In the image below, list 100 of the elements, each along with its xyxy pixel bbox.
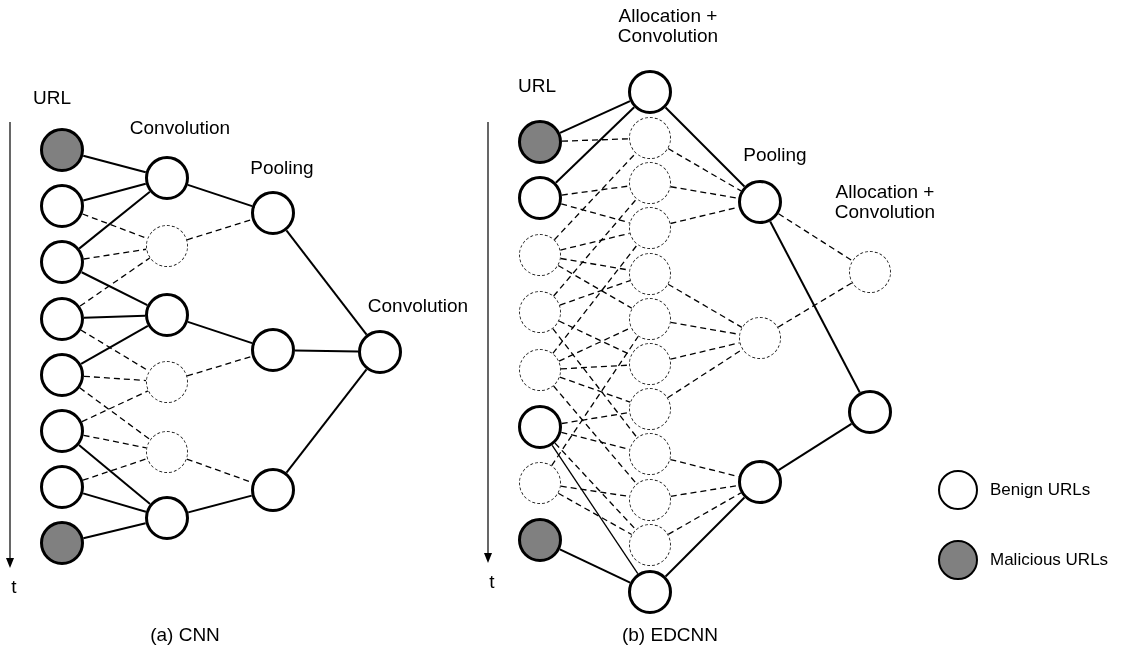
connector-line: [187, 494, 253, 514]
neuron-circle: [40, 409, 84, 453]
neuron-circle: [40, 521, 84, 566]
layer-label: t: [11, 577, 17, 597]
neuron-circle: [40, 240, 84, 285]
connector-line: [186, 355, 253, 377]
neuron-circle: [358, 330, 402, 374]
layer-label: URL: [518, 76, 556, 96]
neuron-circle: [518, 405, 562, 449]
connector-line: [285, 368, 368, 474]
dashed-neuron-circle: [629, 523, 671, 566]
dashed-neuron-circle: [629, 343, 671, 385]
connector-line: [777, 282, 853, 328]
connector-line: [552, 244, 638, 355]
neuron-circle: [518, 176, 562, 220]
connector-line: [777, 213, 853, 262]
neuron-circle: [738, 180, 782, 224]
connector-line: [560, 364, 630, 370]
connector-line: [669, 342, 741, 360]
connector-line: [558, 548, 632, 584]
neuron-circle: [40, 128, 84, 172]
connector-line: [557, 492, 633, 536]
connector-line: [557, 264, 633, 309]
connector-line: [186, 183, 254, 208]
neuron-circle: [628, 570, 672, 614]
connector-line: [559, 376, 631, 403]
connector-line: [769, 220, 861, 394]
neuron-circle: [518, 120, 562, 164]
dashed-neuron-circle: [739, 317, 781, 359]
connector-line: [559, 279, 631, 306]
dashed-neuron-circle: [629, 162, 671, 205]
dashed-neuron-circle: [629, 433, 671, 476]
connector-line: [667, 348, 743, 399]
connector-line: [82, 492, 147, 513]
layer-label: Convolution: [367, 296, 469, 316]
connector-line: [186, 320, 254, 345]
connector-line: [83, 314, 146, 319]
neuron-circle: [251, 328, 295, 372]
connector-line: [667, 492, 742, 536]
connector-line: [83, 375, 147, 382]
connector-line: [664, 496, 746, 578]
dashed-neuron-circle: [146, 431, 188, 473]
layer-label: Allocation + Convolution: [834, 182, 936, 222]
connector-line: [551, 335, 639, 467]
connector-line: [78, 190, 151, 250]
connector-line: [670, 186, 739, 199]
layer-label: Pooling: [743, 145, 807, 165]
connector-line: [552, 327, 638, 439]
neuron-circle: [145, 156, 189, 200]
connector-line: [79, 387, 151, 441]
neuron-circle: [40, 465, 84, 510]
connector-line: [82, 434, 148, 449]
dashed-neuron-circle: [629, 297, 671, 340]
dashed-neuron-circle: [629, 252, 671, 295]
connector-line: [186, 218, 253, 241]
connector-line: [667, 283, 743, 329]
layer-label: (b) EDCNN: [621, 625, 719, 645]
connector-line: [83, 248, 147, 260]
neuron-circle: [145, 293, 189, 337]
layer-label: Pooling: [250, 158, 314, 178]
dashed-neuron-circle: [519, 349, 561, 391]
layer-label: t: [489, 572, 495, 592]
layer-label: URL: [33, 88, 71, 108]
connector-line: [554, 106, 636, 184]
connector-line: [777, 422, 853, 472]
connector-line: [82, 522, 147, 540]
connector-line: [664, 106, 746, 188]
connector-line: [561, 185, 630, 196]
dashed-neuron-circle: [146, 225, 188, 267]
connector-line: [82, 458, 148, 481]
connector-line: [553, 198, 637, 297]
connector-line: [559, 232, 631, 251]
connector-line: [552, 385, 638, 485]
neuron-circle: [40, 184, 84, 229]
connector-line: [554, 442, 637, 531]
neuron-circle: [40, 352, 84, 397]
legend-label: Benign URLs: [990, 480, 1091, 500]
connector-line: [561, 138, 630, 142]
connector-line: [285, 229, 368, 336]
neuron-circle: [251, 468, 295, 512]
connector-line: [667, 147, 742, 192]
connector-line: [79, 257, 151, 307]
connector-line: [294, 349, 359, 353]
connector-line: [82, 182, 147, 202]
connector-line: [553, 152, 637, 241]
dashed-neuron-circle: [146, 361, 188, 403]
dashed-neuron-circle: [629, 117, 671, 159]
connector-line: [670, 484, 739, 497]
layer-label: (a) CNN: [150, 625, 220, 645]
dashed-neuron-circle: [629, 478, 671, 521]
dashed-neuron-circle: [629, 388, 671, 431]
connector-line: [561, 411, 630, 425]
neuron-circle: [518, 518, 562, 562]
neuron-circle: [738, 460, 782, 504]
layer-label: Allocation + Convolution: [617, 6, 719, 46]
legend-label: Malicious URLs: [990, 550, 1109, 570]
dashed-neuron-circle: [519, 291, 561, 333]
connector-line: [559, 100, 631, 134]
connector-line: [82, 154, 147, 174]
layer-label: Convolution: [129, 118, 231, 138]
